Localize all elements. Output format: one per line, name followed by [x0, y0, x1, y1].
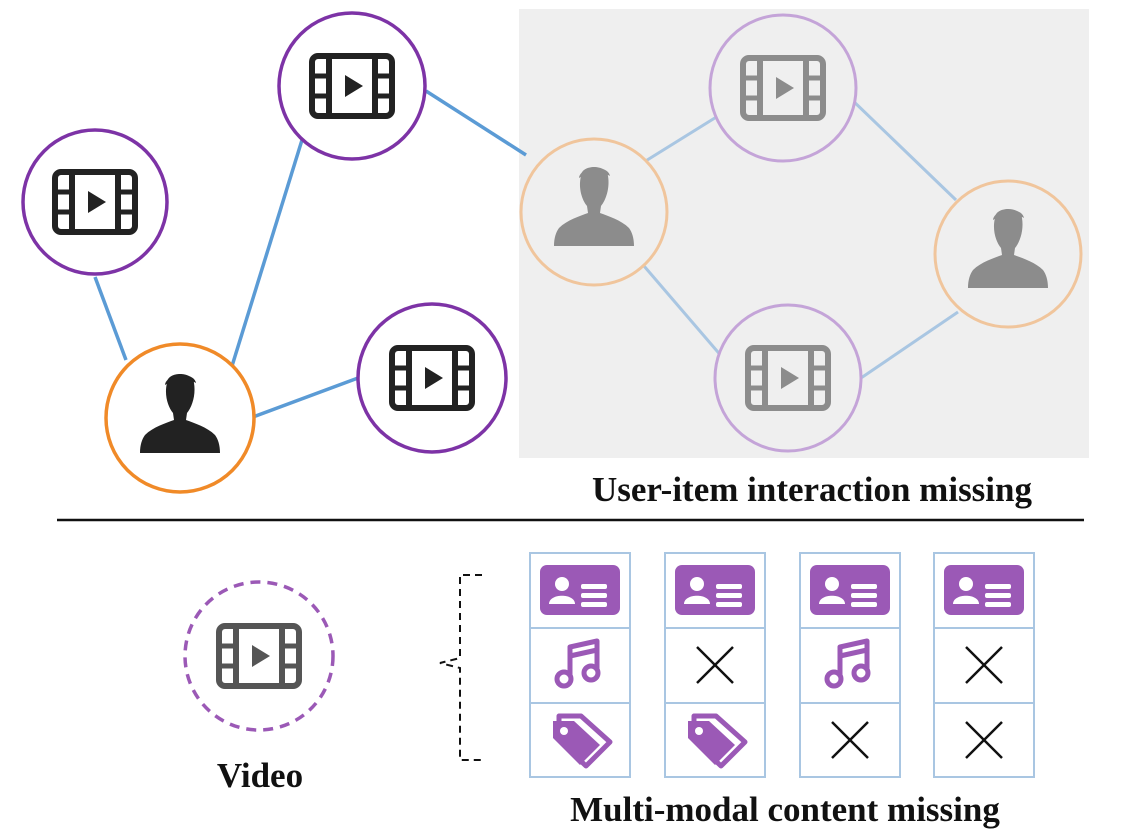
edge-missing-3 — [847, 95, 958, 202]
item-node-missing-top — [708, 13, 858, 163]
cross-icon — [964, 720, 1004, 760]
grid-column-3 — [799, 552, 901, 778]
grid-column-4 — [933, 552, 1035, 778]
dashed-brace — [439, 574, 482, 761]
user-node-missing-left — [519, 137, 669, 287]
edge-missing-1 — [643, 114, 719, 164]
item-node-top — [277, 11, 427, 161]
video-label: Video — [216, 756, 304, 795]
tag-icon — [553, 716, 610, 766]
music-note-icon — [557, 641, 598, 686]
grid-column-1 — [529, 552, 631, 778]
profile-card-icon — [540, 565, 620, 615]
cross-icon — [695, 645, 735, 685]
user-node-main — [104, 342, 256, 494]
edge-user-item-top — [230, 139, 304, 367]
edge-missing-2 — [642, 265, 725, 359]
user-node-missing-right — [933, 179, 1083, 329]
item-node-bottom — [356, 302, 508, 454]
modality-grid — [529, 552, 1035, 778]
modal-missing-label: Multi-modal content missing — [570, 790, 1000, 829]
interaction-missing-label: User-item interaction missing — [592, 470, 1032, 509]
profile-card-icon — [675, 565, 755, 615]
item-node-left — [21, 128, 169, 276]
missing-edges — [642, 95, 959, 380]
video-node-dashed — [183, 580, 335, 732]
edge-user-item-bottom — [252, 376, 359, 419]
item-node-missing-bottom — [713, 303, 863, 453]
edge-user-item-left — [93, 276, 128, 361]
grid-column-2 — [664, 552, 766, 778]
cross-icon — [830, 720, 870, 760]
edge-item-top-user-mid — [425, 89, 527, 157]
profile-card-icon — [944, 565, 1024, 615]
tag-icon — [688, 716, 745, 766]
profile-card-icon — [810, 565, 890, 615]
observed-edges — [93, 89, 527, 419]
cross-icon — [964, 645, 1004, 685]
music-note-icon — [827, 641, 868, 686]
edge-missing-4 — [860, 310, 959, 380]
